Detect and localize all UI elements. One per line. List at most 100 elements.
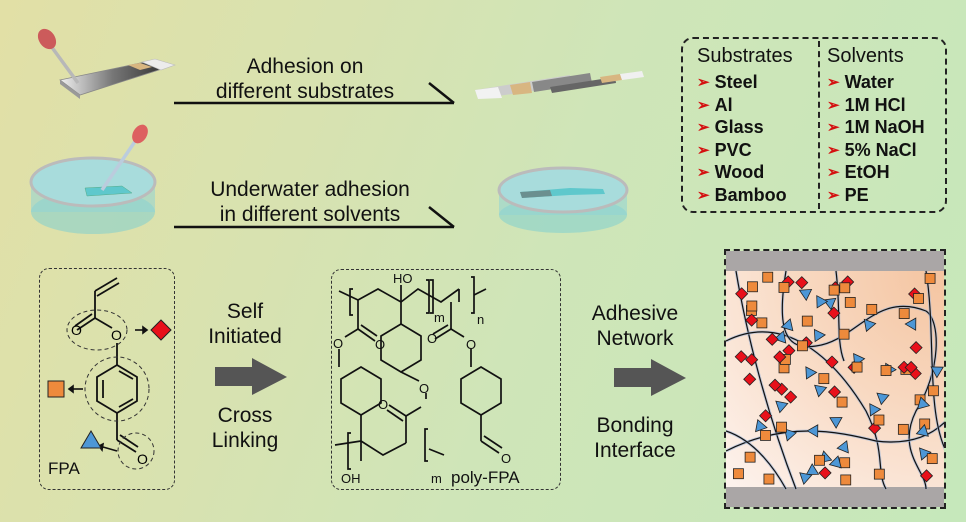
substrates-column: Substrates ➢Steel ➢Al ➢Glass ➢PVC ➢Wood … <box>697 45 793 207</box>
aldehyde-triangle-icon <box>919 447 932 461</box>
aldehyde-triangle-icon <box>755 418 768 433</box>
phenyl-square-icon <box>924 273 936 284</box>
red-arrowhead-icon: ➢ <box>697 119 710 137</box>
aldehyde-triangle-icon <box>80 430 102 449</box>
atom-label: O <box>427 331 437 346</box>
ester-diamond-icon <box>827 306 841 320</box>
atom-label: O <box>378 397 388 412</box>
network-chain <box>726 430 787 490</box>
phenyl-square-icon <box>844 296 856 308</box>
atom-label: O <box>419 381 429 396</box>
phenyl-square-icon <box>744 451 756 463</box>
subscript-n: n <box>477 312 484 327</box>
list-divider <box>818 41 820 209</box>
poly-fpa-label: poly-FPA <box>451 468 520 487</box>
phenyl-square-icon <box>801 315 813 327</box>
aldehyde-triangle-icon <box>805 366 818 380</box>
aldehyde-triangle-icon <box>773 330 787 344</box>
substrate-item: ➢Bamboo <box>697 184 793 207</box>
phenyl-square-icon <box>880 365 892 376</box>
aldehyde-highlight <box>117 432 155 470</box>
phenyl-square-icon <box>913 293 924 304</box>
substrates-title: Substrates <box>697 45 793 67</box>
phenyl-square-icon <box>796 340 808 352</box>
oh-label: OH <box>341 471 361 486</box>
ester-diamond-icon <box>773 350 787 364</box>
solvent-item: ➢Water <box>827 71 925 94</box>
ester-diamond-icon <box>919 469 934 483</box>
phenyl-square-icon <box>47 380 65 398</box>
network-chain <box>781 270 937 490</box>
red-arrowhead-icon: ➢ <box>697 96 710 114</box>
solvent-item: ➢1M NaOH <box>827 116 925 139</box>
phenyl-square-icon <box>776 421 787 433</box>
aldehyde-triangle-icon <box>816 295 829 309</box>
poly-fpa-structure: HO OH m n m O O O O O O O poly-FPA <box>333 271 520 487</box>
ester-diamond-icon <box>768 378 782 392</box>
atom-label: O <box>375 337 385 352</box>
red-arrowhead-icon: ➢ <box>827 119 840 137</box>
ester-diamond-icon <box>827 385 842 399</box>
substrate-item: ➢Wood <box>697 161 793 184</box>
aldehyde-triangle-icon <box>917 396 931 410</box>
aldehyde-triangle-icon <box>806 424 819 438</box>
phenyl-square-icon <box>873 414 885 426</box>
half-arrow-solvents <box>174 206 455 229</box>
lap-shear-specimen-with-dropper <box>37 28 176 99</box>
aldehyde-triangle-icon <box>836 440 849 454</box>
phenyl-square-icon <box>866 303 878 315</box>
aldehyde-triangle-icon <box>869 403 882 417</box>
aldehyde-triangle-icon <box>828 455 842 469</box>
red-arrowhead-icon: ➢ <box>697 186 710 204</box>
ester-diamond-icon <box>759 409 773 423</box>
aldehyde-triangle-icon <box>863 318 877 333</box>
ester-diamond-icon <box>735 287 749 301</box>
adhesive-network-panel <box>724 249 946 509</box>
atom-label: O <box>111 327 122 343</box>
ho-label: HO <box>393 271 413 286</box>
phenyl-square-icon <box>873 468 885 480</box>
half-arrow-substrates <box>174 82 455 105</box>
aldehyde-triangle-icon <box>799 472 813 486</box>
petri-dish-with-dropper <box>29 124 157 234</box>
bonded-lap-shear-specimen <box>475 71 644 99</box>
ester-diamond-icon <box>795 276 809 290</box>
phenyl-square-icon <box>897 423 909 435</box>
fpa-monomer-box <box>39 268 175 490</box>
caption-line: in different solvents <box>219 202 401 226</box>
network-chain <box>726 331 887 490</box>
aldehyde-triangle-icon <box>784 428 798 442</box>
bottom-substrate-plate <box>726 487 944 507</box>
phenyl-square-icon <box>763 473 775 485</box>
ester-diamond-icon <box>784 390 798 404</box>
atom-label: O <box>137 451 148 467</box>
solvent-item: ➢EtOH <box>827 161 925 184</box>
phenyl-square-icon <box>818 373 830 385</box>
subscript-m: m <box>434 310 445 325</box>
phenyl-square-icon <box>928 385 939 397</box>
aldehyde-triangle-icon <box>798 288 813 302</box>
phenyl-square-icon <box>762 271 774 283</box>
substrate-item: ➢Glass <box>697 116 793 139</box>
solvents-title: Solvents <box>827 45 904 67</box>
poly-fpa-box <box>331 269 561 490</box>
ester-diamond-icon <box>734 350 748 364</box>
phenyl-square-icon <box>733 468 744 480</box>
phenyl-square-icon <box>926 453 938 465</box>
red-arrowhead-icon: ➢ <box>827 74 840 91</box>
substrate-adhesion-caption: Adhesion on different substrates <box>185 55 425 105</box>
ester-highlight <box>66 309 128 351</box>
red-arrowhead-icon: ➢ <box>827 186 840 204</box>
substrates-solvents-box: Substrates ➢Steel ➢Al ➢Glass ➢PVC ➢Wood … <box>681 37 947 213</box>
solvents-column: Solvents ➢Water ➢1M HCl ➢1M NaOH ➢5% NaC… <box>827 45 925 207</box>
petri-dish-bonded <box>497 166 629 233</box>
aldehyde-triangle-icon <box>904 317 917 331</box>
red-arrowhead-icon: ➢ <box>697 164 710 182</box>
fpa-structure: O O O FPA <box>47 277 172 478</box>
ester-diamond-icon <box>765 332 779 346</box>
aldehyde-triangle-icon <box>814 384 828 398</box>
ester-diamond-icon <box>825 355 839 369</box>
phenyl-square-icon <box>898 308 910 319</box>
